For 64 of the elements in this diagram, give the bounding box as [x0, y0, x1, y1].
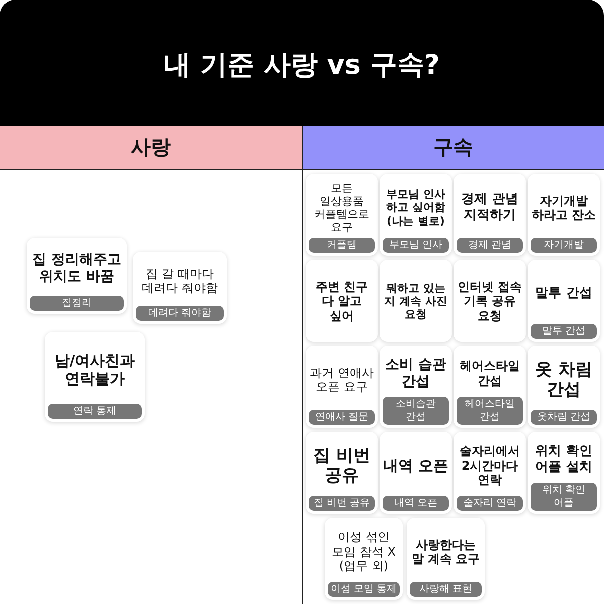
sticky-note	[45, 332, 145, 422]
category-tag: 자기개발	[531, 238, 597, 253]
category-tag: 집정리	[30, 296, 124, 311]
sticky-note	[380, 346, 452, 428]
sticky-note	[407, 518, 485, 600]
sticky-note	[325, 518, 403, 600]
category-tag: 옷차림 간섭	[531, 410, 597, 425]
note-text: 경제 관념 지적하기	[460, 192, 520, 224]
sticky-note	[454, 174, 526, 256]
sticky-note	[528, 260, 600, 342]
category-tag: 커플템	[309, 238, 375, 253]
note-text: 헤어스타일 간섭	[459, 359, 521, 388]
sticky-note	[528, 432, 600, 514]
category-tag: 사랑해 표현	[410, 582, 482, 597]
column-header: 사랑	[0, 126, 302, 170]
note-text: 이성 섞인 모임 참석 X (업무 외)	[331, 530, 397, 574]
sticky-note	[306, 346, 378, 428]
sticky-note	[454, 260, 526, 342]
note-text: 말투 간섭	[536, 286, 592, 302]
category-tag: 소비습관 간섭	[383, 397, 449, 425]
note-text: 주변 친구 다 알고 싶어	[314, 280, 370, 324]
sticky-note	[306, 260, 378, 342]
category-tag: 이성 모임 통제	[328, 582, 400, 597]
sticky-note	[133, 252, 227, 324]
sticky-note	[454, 432, 526, 514]
note-text: 뭐하고 있는 지 계속 사진 요청	[384, 282, 448, 322]
note-text: 사랑한다는 말 계속 요구	[410, 538, 482, 566]
category-tag: 위치 확인 어플	[531, 483, 597, 511]
category-tag: 술자리 연락	[457, 496, 523, 511]
note-text: 옷 차림 간섭	[534, 360, 594, 400]
note-text: 집 비번 공유	[312, 446, 372, 486]
sticky-note	[27, 238, 127, 314]
note-text: 술자리에서 2시간마다 연락	[459, 444, 521, 488]
note-text: 집 갈 때마다 데려다 줘야함	[141, 266, 219, 296]
note-text: 부모님 인사 하고 싶어함 (나는 별로)	[386, 188, 446, 228]
category-tag: 부모님 인사	[383, 238, 449, 253]
note-text: 내역 오픈	[383, 457, 449, 475]
sticky-note	[380, 260, 452, 342]
sticky-note	[380, 174, 452, 256]
sticky-note	[528, 174, 600, 256]
sticky-note	[306, 174, 378, 256]
category-tag: 연애사 질문	[309, 410, 375, 425]
note-text: 인터넷 접속 기록 공유 요청	[457, 280, 523, 324]
category-tag: 말투 간섭	[531, 324, 597, 339]
note-text: 집 정리해주고 위치도 바꿈	[32, 252, 122, 286]
sticky-note	[380, 432, 452, 514]
sticky-note	[454, 346, 526, 428]
note-text: 남/여사친과 연락불가	[54, 352, 136, 388]
category-tag: 데려다 줘야함	[136, 306, 224, 321]
category-tag: 집 비번 공유	[309, 496, 375, 511]
board-column	[302, 126, 604, 604]
page-title: 내 기준 사랑 vs 구속?	[164, 50, 440, 82]
category-tag: 경제 관념	[457, 238, 523, 253]
sticky-note	[306, 432, 378, 514]
category-tag: 헤어스타일 간섭	[457, 397, 523, 425]
category-tag: 연락 통제	[48, 404, 142, 419]
note-text: 자기개발 하라고 잔소	[531, 194, 597, 222]
sticky-note	[528, 346, 600, 428]
note-text: 위치 확인 어플 설치	[534, 444, 594, 476]
category-tag: 내역 오픈	[383, 496, 449, 511]
note-text: 과거 연애사 오픈 요구	[309, 366, 375, 394]
note-text: 모든 일상용품 커플템으로 요구	[314, 182, 370, 234]
column-header: 구속	[303, 126, 604, 170]
note-text: 소비 습관 간섭	[384, 356, 448, 390]
